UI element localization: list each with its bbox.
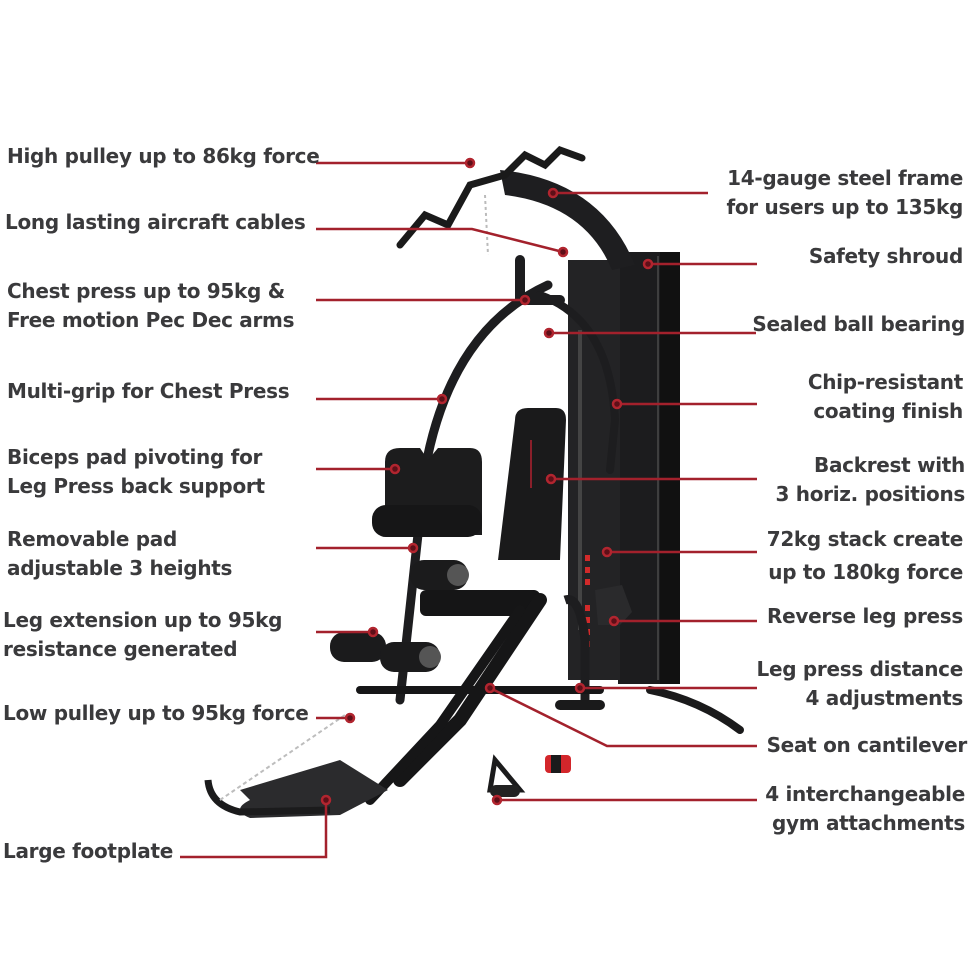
- callout-lines: [180, 161, 757, 859]
- callout-chest-press: Chest press up to 95kg & Free motion Pec…: [7, 279, 295, 332]
- callout-leg-extension: Leg extension up to 95kg resistance gene…: [3, 608, 283, 661]
- callout-gym-attachments: 4 interchangeable gym attachments: [765, 782, 965, 835]
- reverse-leg-press-plate: [563, 585, 632, 700]
- callout-safety-shroud: Safety shroud: [808, 244, 963, 268]
- backrest-pad: [498, 408, 566, 560]
- callout-seat-cantilever: Seat on cantilever: [766, 733, 968, 757]
- callout-low-pulley: Low pulley up to 95kg force: [3, 701, 309, 725]
- footplate: [204, 714, 388, 818]
- callout-aircraft-cables: Long lasting aircraft cables: [5, 210, 306, 234]
- base-legs: [555, 686, 744, 734]
- callout-multi-grip: Multi-grip for Chest Press: [7, 379, 290, 403]
- leg-press-sled: [356, 593, 604, 805]
- callout-weight-stack: 72kg stack create up to 180kg force: [766, 527, 964, 584]
- safety-shroud: [618, 252, 680, 684]
- high-pulley-chain: [484, 194, 489, 256]
- callout-high-pulley: High pulley up to 86kg force: [7, 144, 320, 168]
- callout-removable-pad: Removable pad adjustable 3 heights: [7, 527, 233, 580]
- callout-biceps-pad: Biceps pad pivoting for Leg Press back s…: [7, 445, 265, 498]
- callout-chip-resistant: Chip-resistant coating finish: [807, 370, 963, 423]
- callout-reverse-leg-press: Reverse leg press: [766, 604, 963, 628]
- leg-rollers: [330, 560, 540, 672]
- lat-bar-handles: [396, 145, 586, 249]
- callout-leg-press-distance: Leg press distance 4 adjustments: [756, 657, 964, 710]
- callout-dots: [320, 157, 654, 806]
- biceps-pad: [372, 448, 482, 537]
- callout-backrest: Backrest with 3 horiz. positions: [775, 453, 966, 506]
- callout-footplate: Large footplate: [3, 839, 173, 863]
- callout-steel-frame: 14-gauge steel frame for users up to 135…: [726, 166, 963, 219]
- callout-ball-bearing: Sealed ball bearing: [752, 312, 965, 336]
- attachments: [487, 754, 571, 797]
- top-arch: [500, 170, 635, 270]
